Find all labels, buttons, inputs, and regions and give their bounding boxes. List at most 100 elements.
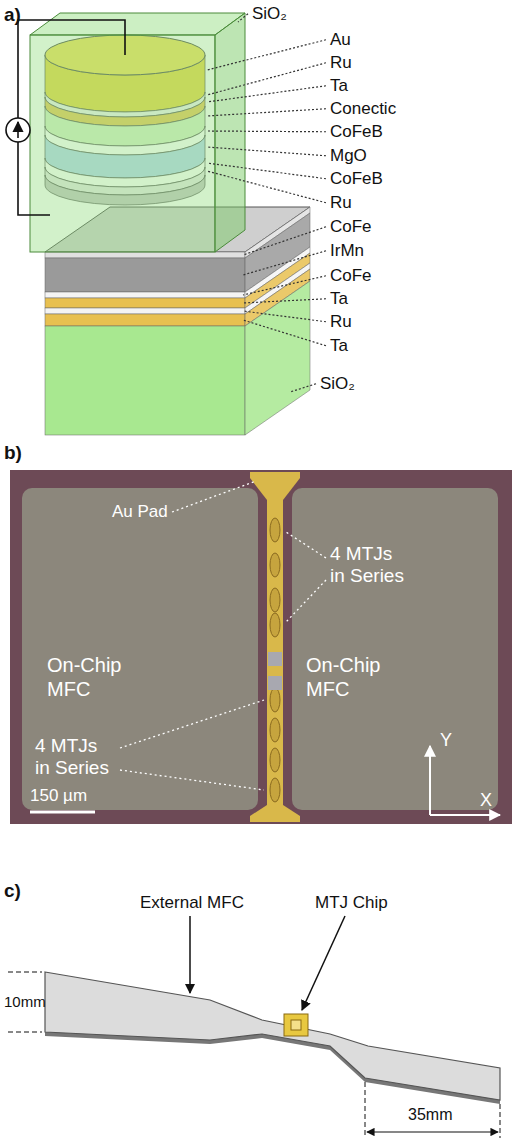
leader-line xyxy=(286,580,326,622)
au-pad xyxy=(250,472,300,500)
part-label: Ta xyxy=(330,289,348,309)
pointer-arrow xyxy=(302,916,345,1010)
mfc-region xyxy=(292,488,498,810)
mtj-device xyxy=(270,518,280,542)
wire xyxy=(18,20,125,118)
leader-line xyxy=(207,109,326,116)
leader-line xyxy=(243,276,326,295)
wire xyxy=(18,142,50,215)
part-label: Ru xyxy=(330,312,352,332)
scale-bar xyxy=(30,811,95,814)
region-label: On-Chip MFC xyxy=(47,653,147,701)
slab-layer xyxy=(45,314,245,326)
part-label: CoFe xyxy=(330,266,372,286)
part-label: Ta xyxy=(330,336,348,356)
leader-line xyxy=(238,14,248,22)
leader-line xyxy=(290,384,316,392)
leader-line xyxy=(120,770,264,790)
slab-layer xyxy=(45,252,245,258)
part-label: SiO₂ xyxy=(252,4,287,24)
slab-layer xyxy=(245,281,310,435)
part-label: External MFC xyxy=(140,893,244,913)
mtj-device xyxy=(270,718,280,742)
part-label: Au xyxy=(330,30,351,50)
cap-side-face xyxy=(215,13,245,252)
part-label: 35mm xyxy=(408,1106,452,1124)
leader-line xyxy=(207,163,326,179)
source-symbol xyxy=(6,118,30,142)
chip-die xyxy=(291,1020,301,1030)
slab-layer xyxy=(45,326,245,435)
leader-line xyxy=(207,86,326,102)
leader-line xyxy=(207,130,326,132)
leader-line xyxy=(286,532,326,558)
leader-line xyxy=(207,147,326,156)
extension-line xyxy=(365,1082,366,1138)
part-label: CoFeB xyxy=(330,122,383,142)
mtj-device xyxy=(270,553,280,577)
mtj-chip xyxy=(284,1014,308,1036)
part-label: Ru xyxy=(330,53,352,73)
cap-front-face xyxy=(30,35,215,252)
leader-line xyxy=(243,320,326,346)
slab-layer xyxy=(45,258,245,292)
axis-arrow xyxy=(429,746,431,815)
leader-line xyxy=(207,40,326,70)
panel-letter: a) xyxy=(4,4,21,26)
part-label: CoFeB xyxy=(330,169,383,189)
part-label: Ru xyxy=(330,193,352,213)
current-source xyxy=(6,20,125,215)
part-label: Conectic xyxy=(330,99,396,119)
mtj-device xyxy=(270,588,280,612)
leader-lines xyxy=(207,14,326,392)
leader-line xyxy=(120,700,264,748)
extension-line xyxy=(500,1104,501,1138)
source-arrow xyxy=(17,122,19,138)
leader-lines xyxy=(120,481,326,790)
leader-line xyxy=(207,171,326,203)
panel-letter: c) xyxy=(4,880,21,902)
mfc-region: On-Chip MFC xyxy=(292,488,498,810)
leader-line xyxy=(243,311,326,322)
cap-top-face xyxy=(30,13,245,35)
mfc-region: On-Chip MFC xyxy=(22,488,258,810)
mtj-devices xyxy=(268,518,282,802)
extension-line xyxy=(8,1032,42,1033)
mtj-device xyxy=(270,688,280,712)
extension-line xyxy=(8,972,42,973)
gap-pad xyxy=(268,676,282,690)
part-label: X xyxy=(480,790,492,811)
mtj-device xyxy=(270,748,280,772)
dimension-arrow xyxy=(367,1131,498,1132)
panel-letter: b) xyxy=(4,442,22,464)
leader-line xyxy=(243,251,326,275)
pointer-arrow xyxy=(189,916,191,993)
slab-layer xyxy=(45,308,245,314)
external-mfc xyxy=(45,972,500,1100)
au-strip xyxy=(267,500,283,805)
leader-line xyxy=(243,227,326,255)
part-label: Ta xyxy=(330,76,348,96)
part-label: SiO₂ xyxy=(320,374,355,394)
leader-line xyxy=(207,63,326,95)
slab-layer xyxy=(45,298,245,308)
part-label: 10mm xyxy=(4,993,46,1010)
part-label: MgO xyxy=(330,146,367,166)
part-label: Au Pad xyxy=(112,502,168,522)
dimension-lines xyxy=(8,972,500,1138)
part-label: 4 MTJs in Series xyxy=(330,543,409,587)
au-pad xyxy=(250,805,300,822)
mtj-device xyxy=(270,778,280,802)
part-label: Y xyxy=(440,730,452,751)
sio2-cap xyxy=(30,13,245,252)
slab-layer xyxy=(45,292,245,298)
part-label: CoFe xyxy=(330,217,372,237)
micrograph-ground xyxy=(10,470,512,824)
mfc-region xyxy=(22,488,258,810)
axis-arrow xyxy=(430,814,500,816)
gap-pad xyxy=(268,652,282,666)
leader-line xyxy=(172,481,256,512)
part-label: MTJ Chip xyxy=(315,893,388,913)
